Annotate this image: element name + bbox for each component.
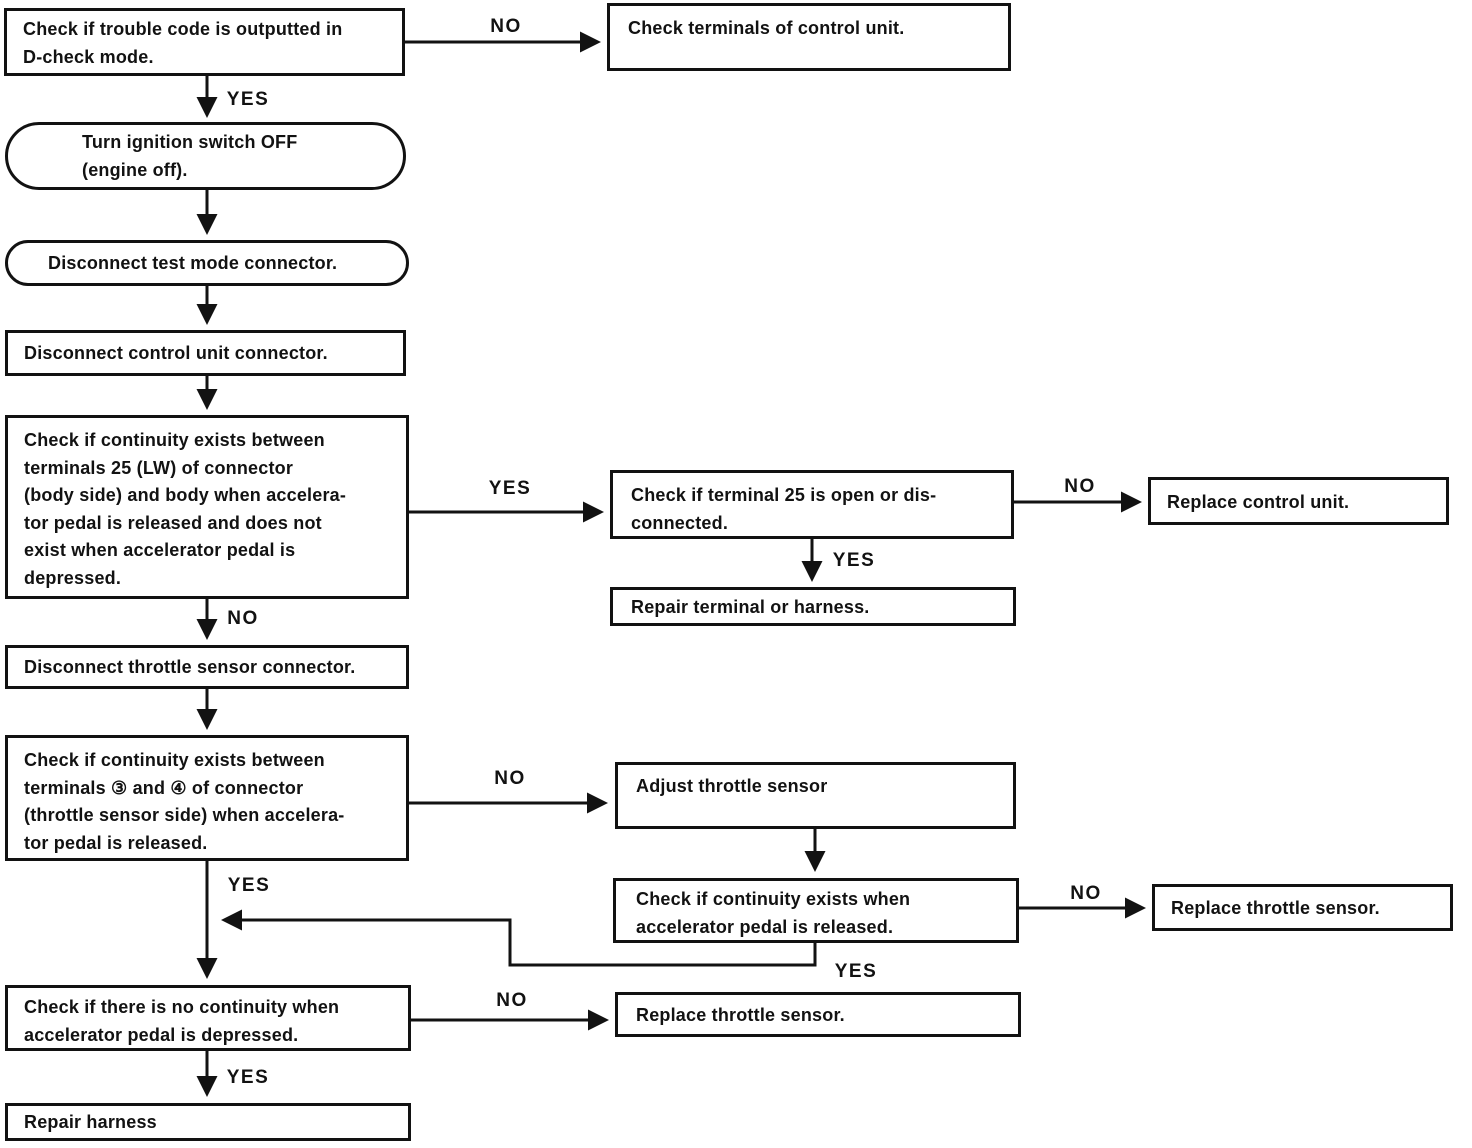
node-repair-terminal-harness: Repair terminal or harness. <box>610 587 1016 626</box>
node-check-no-continuity-depressed: Check if there is no continuity when acc… <box>5 985 411 1051</box>
node-text-line: Replace control unit. <box>1167 492 1350 512</box>
node-text-line: accelerator pedal is released. <box>636 916 894 937</box>
node-text-line: D-check mode. <box>23 46 154 67</box>
edge-label-no-2: NO <box>1062 476 1098 498</box>
node-text-line: Turn ignition switch OFF <box>82 132 298 152</box>
edge-label-yes-4: YES <box>832 961 880 983</box>
edge-label-yes-2: YES <box>486 478 534 500</box>
node-replace-throttle-sensor-1: Replace throttle sensor. <box>1152 884 1453 931</box>
edge-label-yes-1: YES <box>224 89 272 111</box>
node-text-line: (engine off). <box>82 159 188 180</box>
node-text-line: tor pedal is released. <box>24 832 208 853</box>
node-text-line: Check if there is no continuity when <box>24 997 340 1017</box>
node-text-line: depressed. <box>24 567 122 588</box>
edge-label-no-5: NO <box>1068 883 1104 905</box>
node-text-line: Check if continuity exists when <box>636 889 911 909</box>
node-text-line: Repair terminal or harness. <box>631 597 870 617</box>
node-repair-harness: Repair harness <box>5 1103 411 1141</box>
edge-checkreleased-yes-loop <box>221 909 817 967</box>
node-text-line: Replace throttle sensor. <box>1171 898 1380 918</box>
node-text-line: connected. <box>631 512 729 533</box>
node-text-line: accelerator pedal is depressed. <box>24 1024 299 1045</box>
edge-label-no-3: NO <box>225 608 261 630</box>
node-text-line: Disconnect control unit connector. <box>24 343 328 363</box>
node-text-line: terminals ③ and ④ of connector <box>24 777 304 798</box>
node-check-terminal25-open: Check if terminal 25 is open or dis- con… <box>610 470 1014 539</box>
edge-label-no-1: NO <box>488 16 524 38</box>
node-text-line: Check if continuity exists between <box>24 750 325 770</box>
node-text-line: (body side) and body when accelera- <box>24 485 347 505</box>
node-text-line: (throttle sensor side) when accelera- <box>24 805 345 825</box>
node-check-terminals-control-unit: Check terminals of control unit. <box>607 3 1011 71</box>
node-text-line: Repair harness <box>24 1112 157 1132</box>
node-text-line: Replace throttle sensor. <box>636 1005 845 1025</box>
node-text-line: Check if terminal 25 is open or dis- <box>631 485 937 505</box>
node-adjust-throttle-sensor: Adjust throttle sensor <box>615 762 1016 829</box>
node-text-line: Check if continuity exists between <box>24 430 325 450</box>
node-text-line: Check terminals of control unit. <box>628 18 905 38</box>
edge-label-no-4: NO <box>492 768 528 790</box>
node-replace-throttle-sensor-2: Replace throttle sensor. <box>615 992 1021 1037</box>
node-turn-ignition-off: Turn ignition switch OFF (engine off). <box>5 122 406 190</box>
node-text-line: tor pedal is released and does not <box>24 512 322 533</box>
node-check-trouble-code: Check if trouble code is outputted in D-… <box>4 8 405 76</box>
node-text-line: Disconnect test mode connector. <box>48 253 338 273</box>
node-replace-control-unit: Replace control unit. <box>1148 477 1449 525</box>
node-disconnect-test-mode: Disconnect test mode connector. <box>5 240 409 286</box>
edge-label-yes-5: YES <box>225 875 273 897</box>
node-text-line: terminals 25 (LW) of connector <box>24 457 294 478</box>
node-check-continuity-released: Check if continuity exists when accelera… <box>613 878 1019 943</box>
node-check-continuity-terminals-3-4: Check if continuity exists between termi… <box>5 735 409 861</box>
edge-label-yes-3: YES <box>830 550 878 572</box>
edge-label-no-6: NO <box>494 990 530 1012</box>
node-check-continuity-terminal25: Check if continuity exists between termi… <box>5 415 409 599</box>
edge-label-yes-6: YES <box>224 1067 272 1089</box>
node-disconnect-control-unit: Disconnect control unit connector. <box>5 330 406 376</box>
node-text-line: Adjust throttle sensor <box>636 776 828 796</box>
node-text-line: exist when accelerator pedal is <box>24 540 296 560</box>
node-text-line: Disconnect throttle sensor connector. <box>24 657 356 677</box>
node-disconnect-throttle-sensor: Disconnect throttle sensor connector. <box>5 645 409 689</box>
node-text-line: Check if trouble code is outputted in <box>23 19 343 39</box>
